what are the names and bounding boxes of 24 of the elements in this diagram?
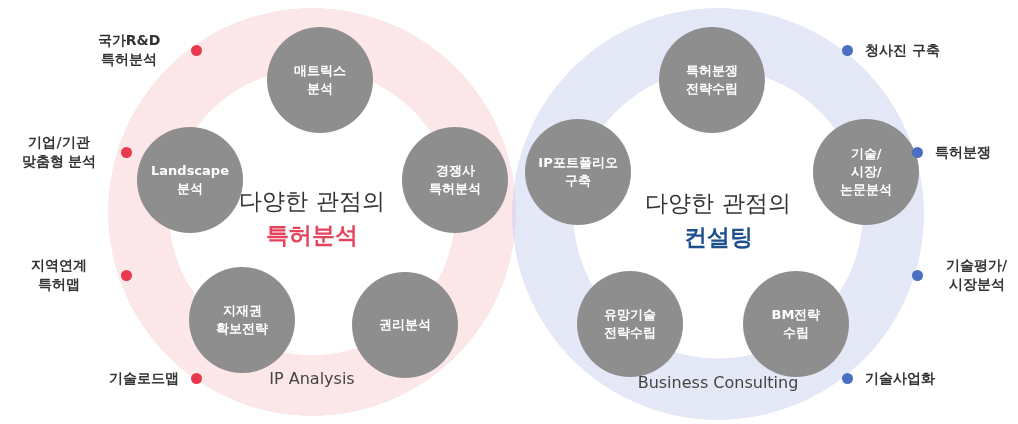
bullet-label: 기술로드맵 [109, 368, 179, 388]
topic-text: IP포트폴리오 구축 [538, 154, 618, 190]
heading-text: 다양한 관점의 [645, 188, 791, 218]
topic-text: 유망기술 전략수립 [604, 306, 656, 342]
ring-caption: Business Consulting [637, 372, 799, 392]
topic-text: 경쟁사 특허분석 [429, 162, 481, 198]
bullet-label: 특허분쟁 [935, 142, 991, 162]
bullet-label: 기업/기관 맞춤형 분석 [20, 133, 98, 171]
topic-text: Landscape 분석 [151, 162, 229, 198]
bullet-label: 국가R&D 특허분석 [96, 31, 162, 69]
topic-text: 권리분석 [379, 316, 431, 334]
bullet-label: 청사진 구축 [865, 40, 940, 60]
bullet-label: 기술평가/ 시장분석 [944, 256, 1009, 294]
heading-keyword: 특허분석 [266, 220, 358, 250]
topic-text: 매트릭스 분석 [294, 62, 346, 98]
heading-keyword: 컨설팅 [683, 222, 753, 252]
ring-caption: IP Analysis [269, 368, 355, 388]
bullet-label: 지역연계 특허맵 [30, 256, 88, 294]
heading-text: 다양한 관점의 [239, 186, 385, 216]
bullet-label: 기술사업화 [865, 368, 935, 388]
topic-text: 지재권 확보전략 [216, 302, 268, 338]
topic-text: BM전략 수립 [771, 306, 821, 342]
topic-text: 특허분쟁 전략수립 [686, 62, 738, 98]
topic-text: 기술/시장/ 논문분석 [840, 145, 892, 199]
